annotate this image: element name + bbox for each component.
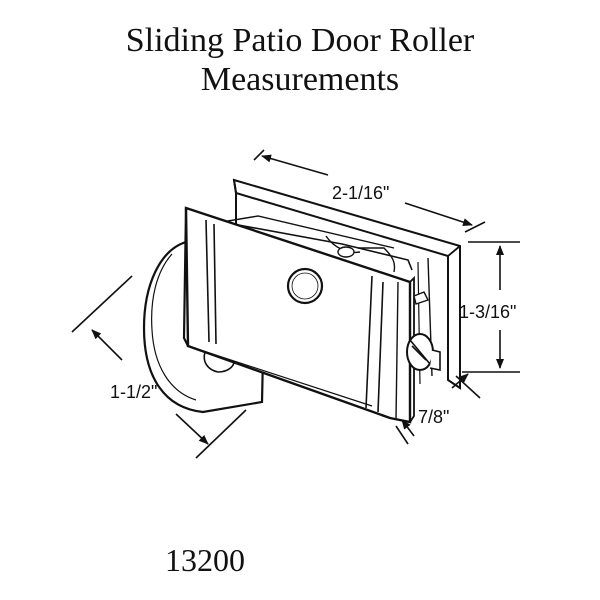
side-tab <box>413 291 429 305</box>
label-width: 7/8" <box>418 407 449 427</box>
dimension-length <box>253 149 486 233</box>
label-depth: 1-1/2" <box>110 382 157 402</box>
front-plate <box>182 206 415 424</box>
label-height: 1-3/16" <box>459 302 516 322</box>
title-line-1: Sliding Patio Door Roller <box>125 22 475 59</box>
title-line-2: Measurements <box>200 61 400 98</box>
dimension-width <box>395 373 481 445</box>
label-length: 2-1/16" <box>332 183 389 203</box>
dimension-height <box>462 241 520 373</box>
adjustment-screw <box>406 333 441 371</box>
part-number: 13200 <box>165 542 245 578</box>
dimension-depth <box>71 275 247 459</box>
